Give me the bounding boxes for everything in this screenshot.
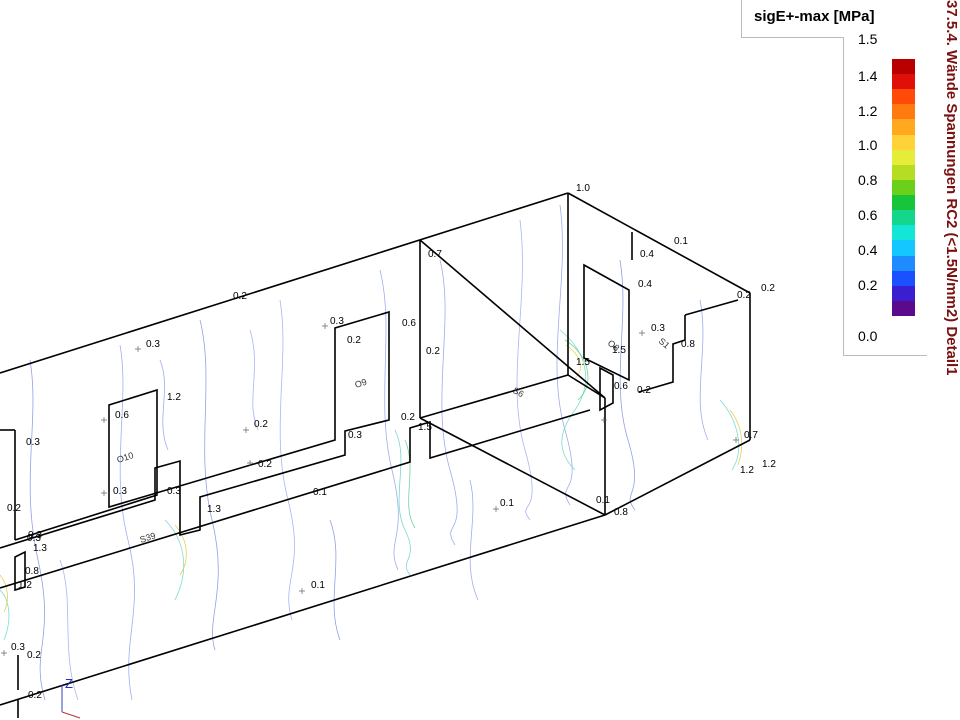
legend-header: sigE+-max [MPa] xyxy=(741,0,927,38)
color-scale-band xyxy=(892,73,915,90)
legend-tick-1-4: 1.4 xyxy=(858,68,878,84)
legend-tick-1-5: 1.5 xyxy=(858,31,878,47)
legend-tick-0-4: 0.4 xyxy=(858,242,878,258)
stress-value-label: 0.8 xyxy=(25,566,39,577)
stress-value-label: 0.8 xyxy=(681,339,695,350)
stress-value-label: 0.3 xyxy=(28,530,42,541)
legend-tick-0-0: 0.0 xyxy=(858,328,878,344)
stress-value-label: 0.1 xyxy=(674,236,688,247)
color-scale-band xyxy=(892,88,915,105)
stress-value-label: 1.5 xyxy=(418,422,432,433)
stress-value-label: 0.2 xyxy=(426,346,440,357)
color-scale-band xyxy=(892,255,915,271)
stress-value-label: 0.3 xyxy=(113,486,127,497)
wall-id-label: O9 xyxy=(354,377,369,390)
stress-value-label: 0.2 xyxy=(7,503,21,514)
stress-contours xyxy=(0,204,743,701)
page-title: 37.5.4. Wände Spannungen RC2 (<1.5N/mm2)… xyxy=(943,0,960,376)
legend-tick-0-6: 0.6 xyxy=(858,207,878,223)
color-scale-band xyxy=(892,300,915,316)
stress-value-label: 1.3 xyxy=(33,543,47,554)
stress-value-label: 0.1 xyxy=(596,495,610,506)
color-scale-band xyxy=(892,164,915,180)
stress-value-label: 1.2 xyxy=(167,392,181,403)
stress-value-label: 0.6 xyxy=(402,318,416,329)
stress-value-label: 0.3 xyxy=(167,486,181,497)
stress-value-label: 0.7 xyxy=(428,249,442,260)
color-scale-band xyxy=(892,134,915,150)
stress-value-label: 0.2 xyxy=(28,690,42,701)
legend-tick-1-0: 1.0 xyxy=(858,137,878,153)
legend-tick-0-8: 0.8 xyxy=(858,172,878,188)
color-scale-band xyxy=(892,209,915,226)
stress-value-label: 1.0 xyxy=(576,183,590,194)
color-scale-band xyxy=(892,194,915,211)
stress-value-label: 0.3 xyxy=(146,339,160,350)
stress-value-label: 0.3 xyxy=(330,316,344,327)
stress-value-label: 1.2 xyxy=(18,580,32,591)
stress-value-label: 1.2 xyxy=(762,459,776,470)
stress-value-label: 0.2 xyxy=(347,335,361,346)
stress-value-label: 0.2 xyxy=(258,459,272,470)
color-scale-band xyxy=(892,270,915,286)
stress-value-label: 1.5 xyxy=(576,357,590,368)
color-scale-band xyxy=(892,239,915,256)
wall-id-label: S1 xyxy=(657,336,672,351)
color-scale-bar xyxy=(892,58,915,316)
legend-tick-0-2: 0.2 xyxy=(858,277,878,293)
legend-tick-1-2: 1.2 xyxy=(858,103,878,119)
color-scale-band xyxy=(892,58,915,75)
stress-value-label: 0.4 xyxy=(640,249,654,260)
stress-value-label: 0.3 xyxy=(27,533,41,544)
stress-value-label: 0.2 xyxy=(637,385,651,396)
stress-value-label: 0.2 xyxy=(27,650,41,661)
color-scale-band xyxy=(892,118,915,135)
stress-value-label: 0.6 xyxy=(614,381,628,392)
wall-id-label: O10 xyxy=(116,450,135,465)
stress-value-label: 0.3 xyxy=(26,437,40,448)
stress-value-label: 0.8 xyxy=(614,507,628,518)
stress-value-label: 1.5 xyxy=(612,345,626,356)
stress-value-label: 0.6 xyxy=(115,410,129,421)
stress-value-label: 0.2 xyxy=(233,291,247,302)
stress-value-label: 0.1 xyxy=(311,580,325,591)
wall-id-label: S39 xyxy=(139,530,157,544)
stress-value-label: 1.3 xyxy=(207,504,221,515)
stress-value-label: 0.2 xyxy=(737,290,751,301)
z-axis-label: Z xyxy=(65,676,73,691)
stress-value-label: 0.2 xyxy=(761,283,775,294)
stress-value-label: 0.1 xyxy=(500,498,514,509)
stress-value-label: 0.1 xyxy=(313,487,327,498)
color-legend: 1.5 1.4 1.2 1.0 0.8 0.6 0.4 0.2 0.0 xyxy=(843,31,927,356)
color-scale-band xyxy=(892,103,915,120)
stress-value-label: 0.7 xyxy=(744,430,758,441)
axis-triad: Z xyxy=(61,676,81,719)
wall-id-label: S6 xyxy=(511,385,526,399)
color-scale-band xyxy=(892,224,915,241)
legend-title: sigE+-max [MPa] xyxy=(754,8,875,25)
value-labels: 1.00.10.40.40.20.20.30.81.50.20.60.70.60… xyxy=(7,183,776,701)
stress-value-label: 0.3 xyxy=(651,323,665,334)
stress-value-label: 0.4 xyxy=(638,279,652,290)
stress-value-label: 0.3 xyxy=(11,642,25,653)
color-scale-band xyxy=(892,285,915,301)
node-markers xyxy=(1,323,739,656)
color-scale-band xyxy=(892,179,915,196)
color-scale-band xyxy=(892,149,915,165)
stress-value-label: 0.2 xyxy=(254,419,268,430)
stress-value-label: 1.2 xyxy=(740,465,754,476)
stress-value-label: 0.2 xyxy=(401,412,415,423)
stress-value-label: 0.3 xyxy=(348,430,362,441)
wall-outlines xyxy=(0,192,751,718)
